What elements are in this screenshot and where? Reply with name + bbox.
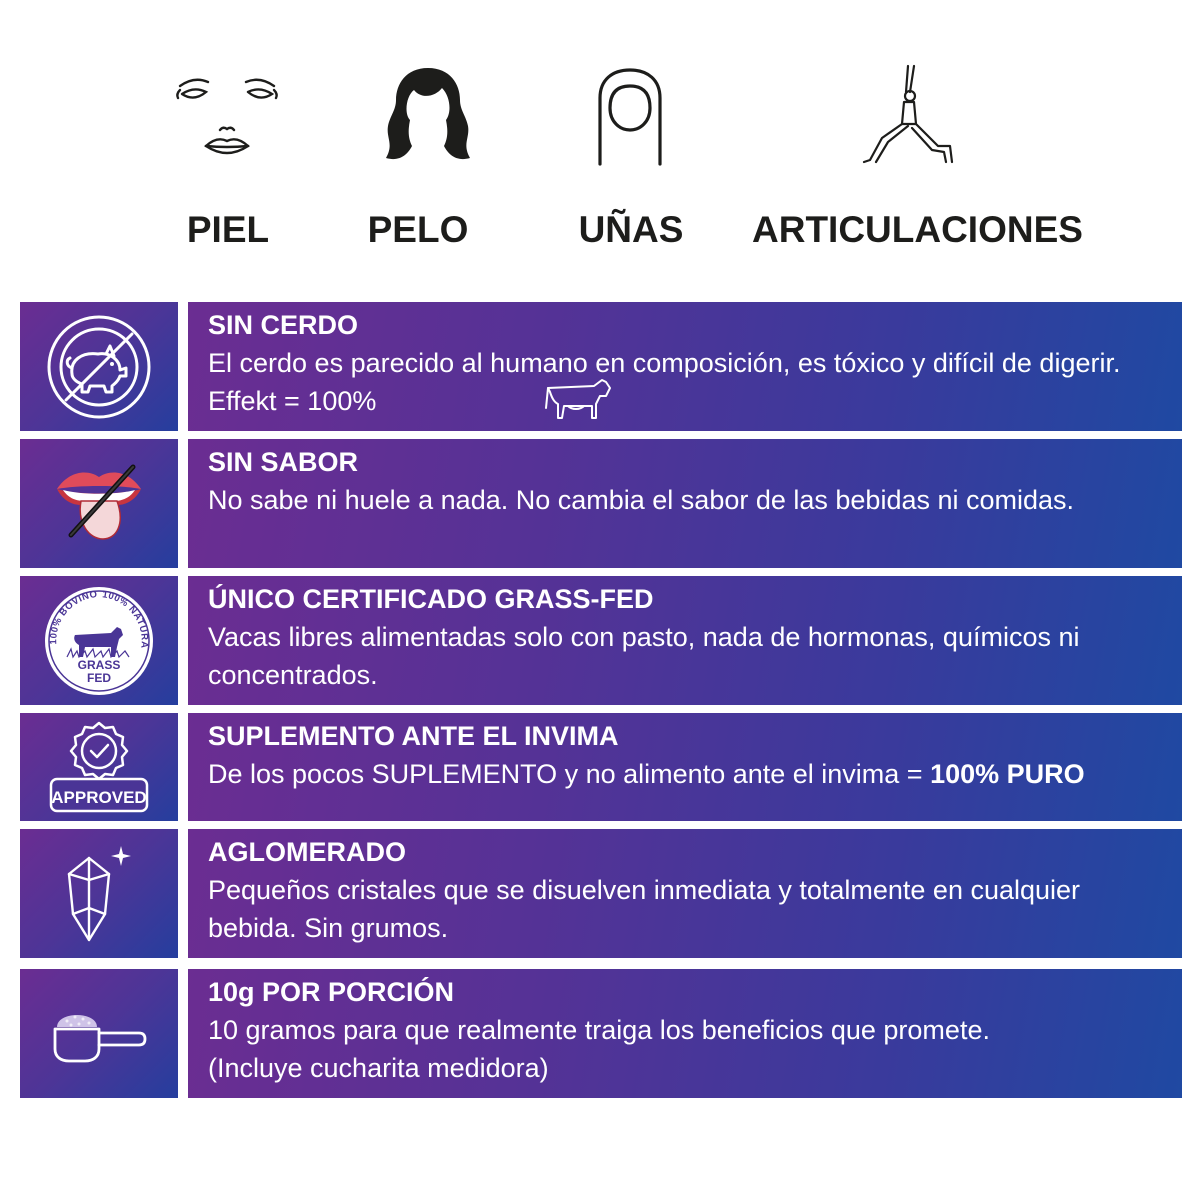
- benefit-label-articulaciones: ARTICULACIONES: [752, 209, 1083, 250]
- benefit-label-piel: PIEL: [186, 209, 270, 250]
- feature-description: 10 gramos para que realmente traiga los …: [208, 1015, 990, 1045]
- feature-text-cell: SUPLEMENTO ANTE EL INVIMA De los pocos S…: [188, 713, 1182, 821]
- feature-text-cell: SIN SABOR No sabe ni huele a nada. No ca…: [188, 439, 1182, 568]
- cow-icon: [545, 379, 611, 419]
- approved-badge-text: APPROVED: [51, 788, 146, 807]
- feature-description: El cerdo es parecido al humano en compos…: [208, 348, 1121, 416]
- feature-description-note: (Incluye cucharita medidora): [208, 1053, 549, 1083]
- feature-icon-cell: [20, 439, 178, 568]
- feature-row-porcion: 10g POR PORCIÓN 10 gramos para que realm…: [20, 969, 1182, 1098]
- benefit-label-unas: UÑAS: [578, 209, 684, 250]
- feature-row-sin-sabor: SIN SABOR No sabe ni huele a nada. No ca…: [20, 439, 1182, 568]
- feature-title: 10g POR PORCIÓN: [208, 977, 455, 1007]
- benefit-label-pelo: PELO: [367, 209, 469, 250]
- feature-description: Vacas libres alimentadas solo con pasto,…: [208, 622, 1080, 690]
- nail-icon: [598, 68, 662, 166]
- no-taste-icon: [57, 464, 141, 540]
- face-icon: [176, 78, 278, 155]
- feature-text-cell: AGLOMERADO Pequeños cristales que se dis…: [188, 829, 1182, 958]
- feature-row-grass-fed: 100% BOVINO 100% NATURAL GRASS FED ÚNICO…: [20, 576, 1182, 705]
- seal-text-grass: GRASS: [78, 658, 121, 672]
- feature-row-sin-cerdo: SIN CERDO El cerdo es parecido al humano…: [20, 302, 1182, 431]
- crystal-icon: [67, 845, 131, 941]
- yoga-pose-icon: [862, 64, 954, 164]
- feature-icon-cell: [20, 829, 178, 958]
- feature-row-aglomerado: AGLOMERADO Pequeños cristales que se dis…: [20, 829, 1182, 958]
- feature-title: ÚNICO CERTIFICADO GRASS-FED: [208, 584, 654, 614]
- grass-fed-seal-icon: 100% BOVINO 100% NATURAL GRASS FED: [41, 583, 153, 695]
- feature-icon-cell: [20, 302, 178, 431]
- feature-description: De los pocos SUPLEMENTO y no alimento an…: [208, 755, 1174, 793]
- feature-icon-cell: [20, 969, 178, 1098]
- feature-title: SUPLEMENTO ANTE EL INVIMA: [208, 721, 619, 751]
- approved-badge-icon: APPROVED: [49, 721, 149, 813]
- feature-description-bold: 100% PURO: [930, 759, 1085, 789]
- feature-description: No sabe ni huele a nada. No cambia el sa…: [208, 485, 1075, 515]
- seal-text-fed: FED: [87, 671, 111, 685]
- feature-text-cell: 10g POR PORCIÓN 10 gramos para que realm…: [188, 969, 1182, 1098]
- feature-description: Pequeños cristales que se disuelven inme…: [208, 875, 1081, 943]
- feature-title: AGLOMERADO: [208, 837, 406, 867]
- measuring-scoop-icon: [53, 1014, 147, 1062]
- feature-title: SIN SABOR: [208, 447, 359, 477]
- feature-title: SIN CERDO: [208, 310, 359, 340]
- feature-icon-cell: APPROVED: [20, 713, 178, 821]
- feature-description-text: De los pocos SUPLEMENTO y no alimento an…: [208, 759, 931, 789]
- feature-row-invima: APPROVED SUPLEMENTO ANTE EL INVIMA De lo…: [20, 713, 1182, 821]
- feature-text-cell: SIN CERDO El cerdo es parecido al humano…: [188, 302, 1182, 431]
- feature-icon-cell: 100% BOVINO 100% NATURAL GRASS FED: [20, 576, 178, 705]
- hair-icon: [386, 68, 470, 160]
- feature-text-cell: ÚNICO CERTIFICADO GRASS-FED Vacas libres…: [188, 576, 1182, 705]
- no-pork-icon: [47, 315, 151, 418]
